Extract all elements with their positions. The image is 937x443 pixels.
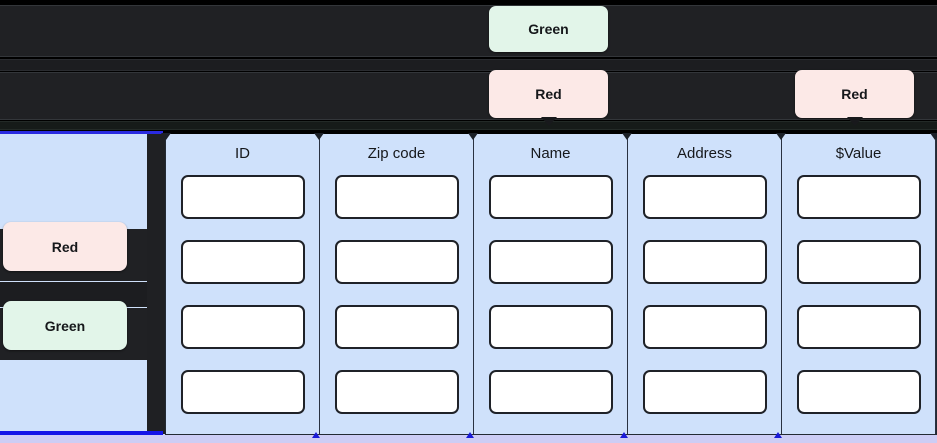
table-bottom-notch-icon <box>466 432 474 438</box>
column-value: $Value <box>782 133 937 434</box>
tooltip-red-sidebar[interactable]: Red <box>3 222 127 271</box>
column-header: $Value <box>835 145 882 162</box>
table-cell[interactable] <box>180 175 305 219</box>
vertical-gutter-scrollbar[interactable] <box>147 134 165 434</box>
table-bottom-notch-icon <box>312 432 320 438</box>
table-cell[interactable] <box>796 240 921 284</box>
tooltip-label: Red <box>51 238 79 255</box>
tooltip-label: Red <box>841 86 868 102</box>
column-notch-icon <box>161 133 171 140</box>
dark-row-2 <box>0 59 937 71</box>
column-header: ID <box>235 145 250 162</box>
table-bottom-notch-icon <box>774 432 782 438</box>
tooltip-green-top[interactable]: Green <box>489 6 608 52</box>
table-cell[interactable] <box>180 370 305 414</box>
table-cell[interactable] <box>796 175 921 219</box>
column-header: Name <box>530 145 571 162</box>
left-panel-blue-underline <box>0 431 163 435</box>
table-cell[interactable] <box>334 240 459 284</box>
dark-row-1 <box>0 5 937 57</box>
bottom-status-strip <box>0 434 937 443</box>
column-notch-icon <box>314 133 324 140</box>
table-cell[interactable] <box>334 175 459 219</box>
column-id: ID <box>161 133 324 434</box>
column-notch-icon <box>468 133 478 140</box>
dark-row-4 <box>0 121 937 130</box>
column-address: Address <box>628 133 786 434</box>
left-panel <box>0 134 163 433</box>
column-header: Address <box>676 145 733 162</box>
table-cell[interactable] <box>796 305 921 349</box>
column-name: Name <box>474 133 632 434</box>
table-cell[interactable] <box>180 240 305 284</box>
table-cell[interactable] <box>796 370 921 414</box>
tooltip-green-sidebar[interactable]: Green <box>3 301 127 350</box>
table-cell[interactable] <box>334 370 459 414</box>
table-cell[interactable] <box>488 370 613 414</box>
table-cell[interactable] <box>488 305 613 349</box>
table-cell[interactable] <box>334 305 459 349</box>
column-zip-code: Zip code <box>320 133 478 434</box>
table-cell[interactable] <box>180 305 305 349</box>
dark-row-3 <box>0 72 937 120</box>
table-cell[interactable] <box>642 240 767 284</box>
table-cell[interactable] <box>488 175 613 219</box>
column-notch-icon <box>622 133 632 140</box>
dark-header-area <box>0 0 937 133</box>
column-notch-icon <box>930 133 937 140</box>
blue-separator-line <box>0 131 163 134</box>
tooltip-label: Green <box>44 317 86 334</box>
column-notch-icon <box>776 133 786 140</box>
table-cell[interactable] <box>642 175 767 219</box>
table-cell[interactable] <box>642 305 767 349</box>
column-header: Zip code <box>367 145 426 162</box>
tooltip-arrow-icon <box>540 117 557 126</box>
table-bottom-notch-icon <box>620 432 628 438</box>
data-table: ID Zip code Name Address <box>161 133 937 438</box>
tooltip-red-right[interactable]: Red <box>795 70 914 126</box>
table-cell[interactable] <box>642 370 767 414</box>
tooltip-red-middle[interactable]: Red <box>489 70 608 126</box>
table-cell[interactable] <box>488 240 613 284</box>
tooltip-arrow-icon <box>846 117 863 126</box>
tooltip-label: Red <box>535 86 562 102</box>
tooltip-label: Green <box>528 21 569 37</box>
